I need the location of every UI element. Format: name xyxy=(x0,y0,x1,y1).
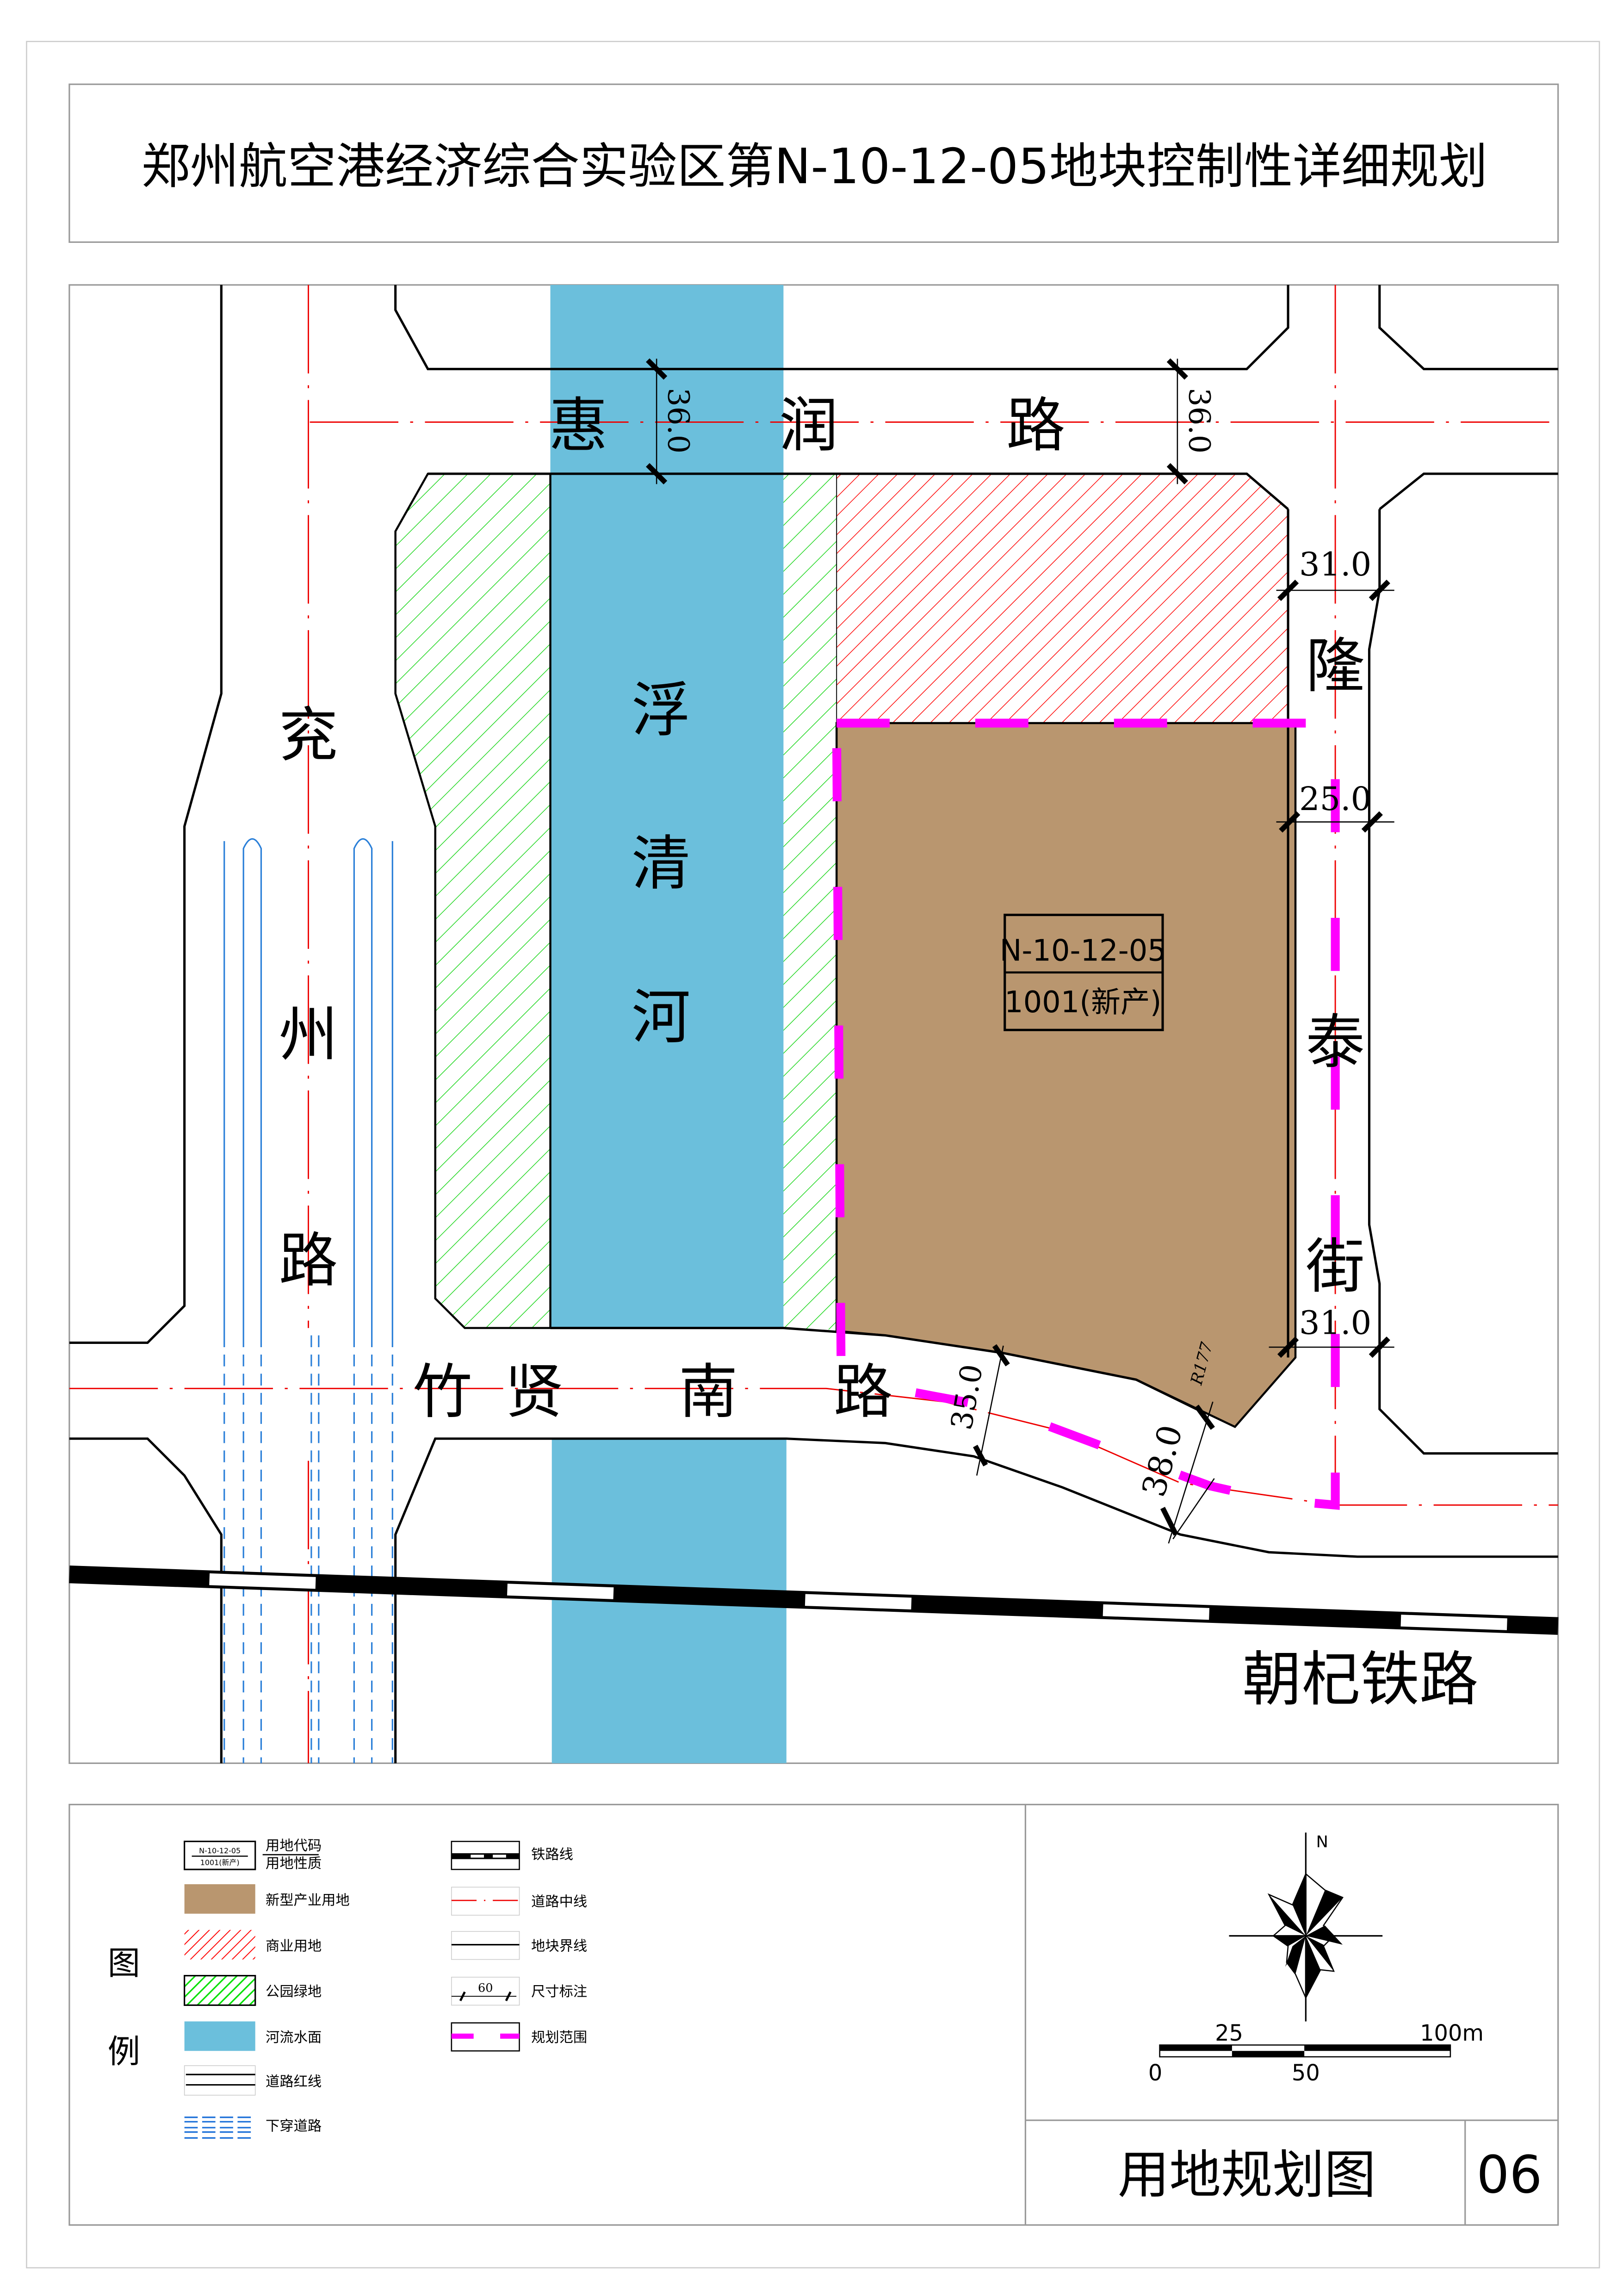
sheet-number: 06 xyxy=(1476,2145,1542,2205)
legend-heading: 例 xyxy=(108,2033,140,2071)
underpass-swatch xyxy=(184,2117,255,2139)
north-arrow-icon: N xyxy=(1229,1832,1383,2022)
railway-label: 朝杞铁路 xyxy=(1242,1646,1478,1714)
water-swatch xyxy=(184,2021,255,2051)
sheet-border xyxy=(26,41,1600,2269)
commercial-swatch xyxy=(184,1930,255,1960)
road-label-yanzhou: 兖 xyxy=(279,701,338,770)
road-labels: 惠 润 路 兖 州 路 隆 泰 街 竹 贤 南 路 浮 清 河 朝杞铁路 xyxy=(279,391,1479,1714)
legend-code-label: 用地代码 xyxy=(266,1838,322,1854)
river-north xyxy=(550,285,784,1328)
dimension-swatch: 60 xyxy=(451,1976,520,2006)
road-label-zhuxian: 南 xyxy=(679,1358,738,1426)
page-title: 郑州航空港经济综合实验区第N-10-12-05地块控制性详细规划 xyxy=(142,138,1488,195)
map: N-10-12-05 1001(新产) 惠 润 路 兖 州 路 隆 泰 街 竹 … xyxy=(68,284,1559,1764)
green-swatch xyxy=(184,1974,256,2006)
road-label-huirun: 润 xyxy=(779,391,838,460)
legend-label: 道路红线 xyxy=(266,2074,322,2090)
scale-bar: 0 25 50 100m xyxy=(1148,2021,1484,2086)
road-label-yanzhou: 州 xyxy=(279,1001,338,1070)
road-label-huirun: 路 xyxy=(1006,391,1065,460)
legend-label: 公园绿地 xyxy=(266,1984,322,2000)
railway-swatch xyxy=(451,1841,520,1870)
parcel-code: N-10-12-05 xyxy=(1000,934,1166,968)
parcel-label: N-10-12-05 1001(新产) xyxy=(1000,914,1166,1031)
legend-label: 道路中线 xyxy=(531,1894,587,1910)
road-label-huirun: 惠 xyxy=(549,391,608,460)
parcel-industrial xyxy=(835,722,1297,1428)
legend-label: 地块界线 xyxy=(531,1938,587,1954)
scale-tick: 50 xyxy=(1292,2061,1320,2086)
north-label: N xyxy=(1316,1832,1328,1851)
legend-sample-use: 1001(新产) xyxy=(200,1858,240,1867)
legend-label: 河流水面 xyxy=(266,2030,322,2046)
sheet-title-block: 用地规划图 06 xyxy=(1025,2119,1558,2225)
legend-use-label: 用地性质 xyxy=(266,1856,322,1872)
legend-item-code: N-10-12-05 1001(新产) 用地代码 用地性质 xyxy=(184,1838,322,1872)
river-label: 浮 xyxy=(632,676,691,745)
park-green-strip xyxy=(783,474,837,1330)
legend-sample-code: N-10-12-05 xyxy=(199,1846,241,1855)
legend-right: 铁路线 道路中线 地块界线 60 尺寸标注 xyxy=(451,1841,587,2052)
dim-longtai-north: 31.0 xyxy=(1299,545,1371,583)
road-label-zhuxian: 路 xyxy=(834,1358,893,1426)
legend-label: 下穿道路 xyxy=(266,2118,322,2134)
river-label: 河 xyxy=(632,983,691,1052)
sheet-name: 用地规划图 xyxy=(1118,2145,1376,2205)
dim-huirun-east: 36.0 xyxy=(1182,388,1216,453)
title-block: 郑州航空港经济综合实验区第N-10-12-05地块控制性详细规划 xyxy=(68,83,1559,243)
scale-tick: 100m xyxy=(1420,2021,1484,2046)
commercial-land xyxy=(836,473,1289,724)
legend-label: 尺寸标注 xyxy=(531,1984,587,2000)
legend-label: 新型产业用地 xyxy=(266,1893,350,1909)
dim-longtai-mid: 25.0 xyxy=(1299,780,1371,818)
centerline-swatch xyxy=(451,1887,520,1916)
redline-swatch xyxy=(184,2065,256,2096)
road-label-zhuxian: 贤 xyxy=(505,1358,564,1426)
legend-label: 规划范围 xyxy=(531,2030,587,2046)
road-label-longtai: 隆 xyxy=(1306,632,1365,700)
dim-sample: 60 xyxy=(478,1981,493,1995)
underpass-road xyxy=(223,838,393,1764)
road-label-longtai: 街 xyxy=(1306,1232,1365,1301)
dim-huirun-west: 36.0 xyxy=(661,388,695,453)
river-label: 清 xyxy=(632,830,691,898)
park-green-west xyxy=(394,472,551,1329)
legend-label: 商业用地 xyxy=(266,1938,322,1954)
railway xyxy=(69,1566,1559,1635)
legend-heading: 图 xyxy=(108,1944,140,1982)
road-label-yanzhou: 路 xyxy=(279,1227,338,1295)
legend-label: 铁路线 xyxy=(531,1847,573,1863)
industrial-swatch xyxy=(184,1884,255,1914)
legend: 图 例 N-10-12-05 1001(新产) 用地代码 用地性质 新型产业用地… xyxy=(68,1804,1559,2226)
scale-tick: 0 xyxy=(1148,2061,1162,2086)
parcel-line-swatch xyxy=(451,1931,520,1960)
legend-left: N-10-12-05 1001(新产) 用地代码 用地性质 新型产业用地 商业用… xyxy=(184,1838,350,2139)
road-label-longtai: 泰 xyxy=(1306,1009,1365,1077)
dim-longtai-south: 31.0 xyxy=(1299,1304,1371,1342)
boundary-swatch xyxy=(451,2022,520,2052)
road-label-zhuxian: 竹 xyxy=(413,1358,472,1426)
scale-tick: 25 xyxy=(1215,2021,1243,2046)
parcel-use: 1001(新产) xyxy=(1004,985,1162,1020)
